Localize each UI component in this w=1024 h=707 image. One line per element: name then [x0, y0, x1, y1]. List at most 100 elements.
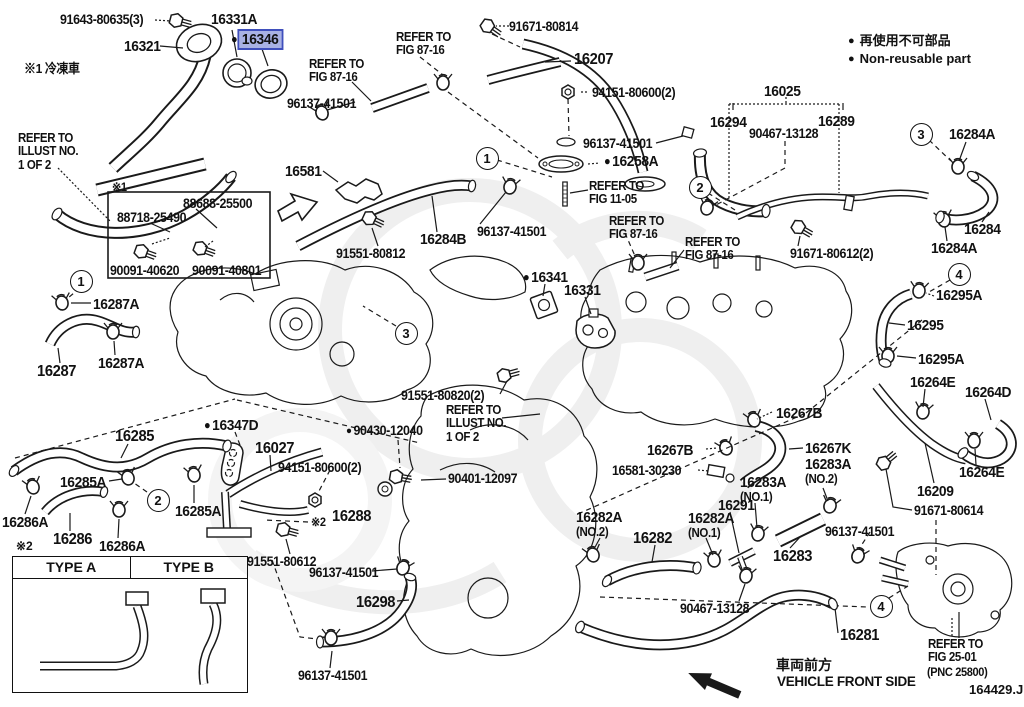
- label-96137-41501-d[interactable]: 96137-41501: [825, 524, 895, 539]
- label-91551-80612[interactable]: 91551-80612: [247, 554, 317, 569]
- label-90467-13128-b[interactable]: 90467-13128: [680, 601, 750, 616]
- label-90401-12097[interactable]: 90401-12097: [448, 471, 518, 486]
- label-16295A-a[interactable]: 16295A: [936, 287, 983, 304]
- legend-en-text: Non-reusable part: [859, 50, 971, 66]
- label-16331[interactable]: 16331: [564, 282, 601, 299]
- label-16281[interactable]: 16281: [840, 627, 880, 644]
- hollow-arrow: [277, 192, 319, 223]
- label-16284B[interactable]: 16284B: [420, 231, 467, 248]
- label-16283A-no1[interactable]: 16283A(NO.1): [740, 474, 787, 504]
- label-16291[interactable]: 16291: [718, 497, 755, 514]
- label-16027[interactable]: 16027: [255, 440, 295, 457]
- vehicle-front-label-ja: 車両前方: [776, 657, 832, 673]
- label-91551-80812[interactable]: 91551-80812: [336, 246, 406, 261]
- label-16287A-a[interactable]: 16287A: [93, 296, 140, 313]
- label-91551-80820-2[interactable]: 91551-80820(2): [401, 388, 485, 403]
- label-16284A-b[interactable]: 16284A: [931, 240, 978, 257]
- label-16286A-b[interactable]: 16286A: [99, 538, 146, 555]
- engine-outlines: [169, 251, 1013, 656]
- label-16581-30230[interactable]: 16581-30230: [612, 463, 682, 478]
- label-90467-13128-a[interactable]: 90467-13128: [749, 126, 819, 141]
- label-91671-80614[interactable]: 91671-80614: [914, 503, 984, 518]
- non-reusable-bullet-icon: ●: [204, 418, 211, 432]
- callout-circle-3: 3: [394, 321, 418, 345]
- label-16267B-a[interactable]: 16267B: [776, 405, 823, 422]
- label-94151-80600-2-b[interactable]: 94151-80600(2): [278, 460, 362, 475]
- label-16286[interactable]: 16286: [53, 531, 93, 548]
- label-16288[interactable]: 16288: [332, 508, 372, 525]
- label-16207[interactable]: 16207: [574, 51, 614, 68]
- label-88718-25490[interactable]: 88718-25490: [117, 210, 187, 225]
- non-reusable-bullet-icon: ●: [848, 52, 855, 65]
- callout-circle-2: 2: [146, 488, 170, 512]
- label-16285A-b[interactable]: 16285A: [175, 503, 222, 520]
- label-90091-40801[interactable]: 90091-40801: [192, 263, 262, 278]
- label-16209[interactable]: 16209: [917, 483, 954, 500]
- label-16347D[interactable]: ●16347D: [204, 417, 259, 434]
- label-96137-41501-e[interactable]: 96137-41501: [309, 565, 379, 580]
- label-16294[interactable]: 16294: [710, 114, 747, 131]
- pipe-16289: [735, 189, 929, 221]
- tube-refer-d: [643, 261, 680, 282]
- label-91643-80635-3[interactable]: 91643-80635(3): [60, 12, 144, 27]
- label-16287[interactable]: 16287: [37, 363, 77, 380]
- label-16341[interactable]: ●16341: [523, 269, 568, 286]
- tube-16283: [774, 512, 827, 548]
- type-b-hose: [198, 588, 226, 685]
- callout-circle-1: 1: [69, 269, 93, 293]
- label-96137-41501-f[interactable]: 96137-41501: [298, 668, 368, 683]
- label-16298[interactable]: 16298: [356, 594, 396, 611]
- label-16285A-a[interactable]: 16285A: [60, 474, 107, 491]
- label-16287A-b[interactable]: 16287A: [98, 355, 145, 372]
- label-16284[interactable]: 16284: [964, 221, 1001, 238]
- pipe-16027: [206, 447, 324, 538]
- label-96137-41501-b[interactable]: 96137-41501: [583, 136, 653, 151]
- type-a-header: TYPE A: [13, 557, 131, 578]
- label-16282[interactable]: 16282: [633, 530, 673, 547]
- label-88688-25500[interactable]: 88688-25500: [183, 196, 253, 211]
- label-16283A-no2[interactable]: 16283A(NO.2): [805, 456, 852, 486]
- label-94151-80600-2-a[interactable]: 94151-80600(2): [592, 85, 676, 100]
- label-16331A[interactable]: 16331A: [211, 11, 258, 28]
- label-90091-40620[interactable]: 90091-40620: [110, 263, 180, 278]
- label-16286A-a[interactable]: 16286A: [2, 514, 49, 531]
- callout-circle-2: 2: [688, 175, 712, 199]
- hose-16298: [319, 575, 417, 648]
- label-16283[interactable]: 16283: [773, 548, 813, 565]
- label-16295A-b[interactable]: 16295A: [918, 351, 965, 368]
- non-reusable-bullet-icon: ●: [604, 154, 611, 168]
- legend-row-ja: ●再使用不可部品: [848, 32, 971, 50]
- hose-16282: [604, 560, 699, 586]
- label-16285[interactable]: 16285: [115, 428, 155, 445]
- label-91671-80612-2[interactable]: 91671-80612(2): [790, 246, 874, 261]
- label-16267B-b[interactable]: 16267B: [647, 442, 694, 459]
- label-91671-80814[interactable]: 91671-80814: [509, 19, 579, 34]
- label-90430-12040[interactable]: ●90430-12040: [346, 423, 423, 438]
- label-96137-41501-a[interactable]: 96137-41501: [287, 96, 357, 111]
- hose-16285: [10, 437, 229, 476]
- label-96137-41501-c[interactable]: 96137-41501: [477, 224, 547, 239]
- label-16264E-b[interactable]: 16264E: [959, 464, 1005, 481]
- label-16346[interactable]: ●16346: [231, 29, 284, 50]
- label-16282A-no2[interactable]: 16282A(NO.2): [576, 509, 623, 539]
- selected-part-highlight: 16346: [237, 29, 284, 50]
- label-16289[interactable]: 16289: [818, 113, 855, 130]
- label-16258A[interactable]: ●16258A: [604, 153, 659, 170]
- label-16581[interactable]: 16581: [285, 163, 322, 180]
- label-16267K[interactable]: 16267K: [805, 440, 852, 457]
- tee-16291: [728, 547, 756, 575]
- label-16284A-a[interactable]: 16284A: [949, 126, 996, 143]
- label-16282A-no1[interactable]: 16282A(NO.1): [688, 510, 735, 540]
- label-16295[interactable]: 16295: [907, 317, 944, 334]
- label-16025[interactable]: 16025: [764, 83, 801, 100]
- callout-circle-4: 4: [869, 594, 893, 618]
- label-16321[interactable]: 16321: [124, 38, 161, 55]
- label-16264E-a[interactable]: 16264E: [910, 374, 956, 391]
- label-16264D[interactable]: 16264D: [965, 384, 1012, 401]
